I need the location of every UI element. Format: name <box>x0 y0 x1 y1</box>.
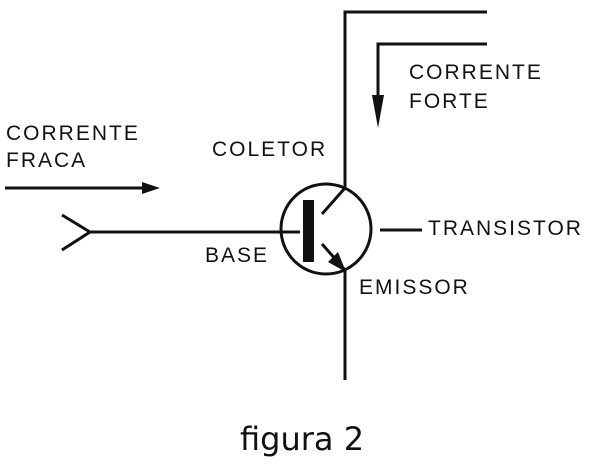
base-label: BASE <box>205 244 270 267</box>
weak-current-arrowhead <box>142 182 160 194</box>
strong-current-label-line2: FORTE <box>409 90 490 113</box>
base-input-chevron <box>61 213 93 252</box>
figure-caption: figura 2 <box>240 420 365 458</box>
weak-current-label-line1: CORRENTE <box>6 122 140 145</box>
base-bar <box>303 200 314 262</box>
collector-lead <box>320 187 347 215</box>
transistor-symbol <box>279 182 373 276</box>
weak-current-label-line2: FRACA <box>6 149 88 172</box>
strong-current-arrow <box>376 42 487 95</box>
collector-top-wire <box>343 10 487 188</box>
strong-current-label-line1: CORRENTE <box>409 61 543 84</box>
emitter-label: EMISSOR <box>359 276 470 299</box>
emitter-arrowhead <box>328 252 346 272</box>
strong-current-arrowhead <box>372 95 384 128</box>
collector-label: COLETOR <box>212 138 328 161</box>
transistor-label: TRANSISTOR <box>428 217 583 240</box>
